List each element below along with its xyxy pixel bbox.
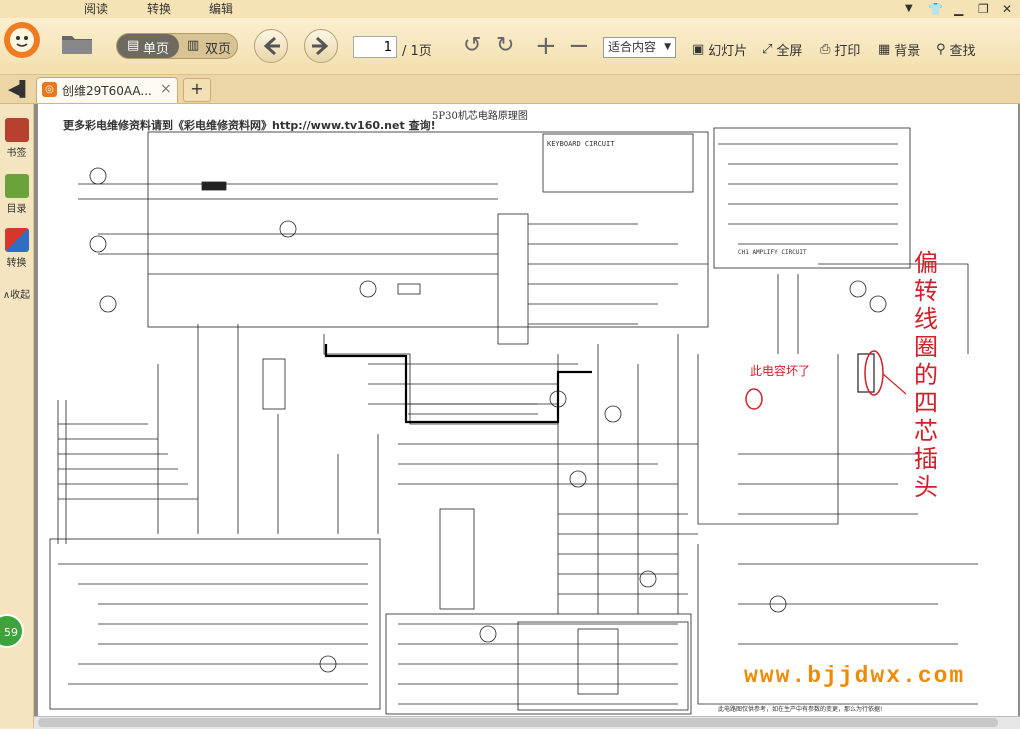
close-window-icon[interactable]: ✕ [1002,2,1013,16]
single-page-label: 单页 [143,42,170,57]
single-page-icon: ▤ [127,38,140,53]
zoom-in-icon[interactable]: + [535,31,557,61]
document-page: 5P30机芯电路原理图 更多彩电维修资料请到《彩电维修资料网》http://ww… [38,104,1018,718]
keyboard-circuit-label: KEYBOARD CIRCUIT [547,140,615,148]
minimize-icon[interactable]: ▁ [954,2,964,16]
fullscreen-icon: ⤢ [762,42,773,57]
sidebar-bookmark[interactable]: 书签 [0,118,33,159]
print-button[interactable]: ⎙打印 [820,40,860,59]
sidebar-toc-label: 目录 [6,204,27,215]
fullscreen-button[interactable]: ⤢全屏 [762,40,802,59]
sidebar-convert-label: 转换 [6,258,27,269]
pdf-file-icon: ◎ [42,82,57,97]
yoke-connector-annotation: 偏转线圈的四芯插头 [914,249,938,501]
dropdown-icon[interactable]: ▼ [905,3,913,14]
notification-badge-value: 59 [4,626,18,639]
scrollbar-thumb[interactable] [38,718,998,727]
new-tab-button[interactable]: + [183,78,211,102]
fullscreen-label: 全屏 [776,44,803,59]
slideshow-button[interactable]: ▣幻灯片 [692,40,747,59]
sidebar-bookmark-label: 书签 [6,148,27,159]
watermark: www.bjjdwx.com [744,663,966,689]
toc-icon [4,174,29,198]
prev-page-button[interactable] [254,29,288,63]
rotate-right-icon[interactable]: ↻ [496,33,515,58]
background-icon: ▦ [878,42,891,57]
open-folder-icon[interactable] [60,30,94,56]
circuit-schematic [49,127,978,715]
background-label: 背景 [894,44,921,59]
app-logo[interactable] [0,18,50,60]
print-label: 打印 [834,44,861,59]
close-tab-icon[interactable]: × [160,81,172,97]
double-page-label: 双页 [205,42,232,57]
sidebar-toc[interactable]: 目录 [0,174,33,215]
horizontal-scrollbar[interactable] [34,716,1020,729]
restore-icon[interactable]: ❐ [978,2,989,16]
sidebar-collapse[interactable]: ∧收起 [0,286,33,301]
menu-read[interactable]: 阅读 [84,2,109,16]
bookmark-icon [4,118,29,142]
double-page-icon: ▥ [187,38,200,53]
arrow-right-icon [312,36,329,56]
zoom-select[interactable]: 适合内容 ▼ [603,37,676,58]
header-note[interactable]: 更多彩电维修资料请到《彩电维修资料网》http://www.tv160.net … [63,119,436,132]
find-label: 查找 [949,44,976,59]
next-page-button[interactable] [304,29,338,63]
skin-icon[interactable]: 👕 [928,2,943,16]
printer-icon: ⎙ [820,42,831,57]
double-page-button[interactable]: ▥ 双页 [180,34,236,58]
menu-bar: 阅读 转换 编辑 ▼ 👕 ▁ ❐ ✕ [0,0,1020,18]
chevron-down-icon: ▼ [664,42,671,52]
menu-convert[interactable]: 转换 [147,2,172,16]
amp-circuit-label: CH1 AMPLIFY CIRCUIT [738,249,807,256]
document-viewport: 5P30机芯电路原理图 更多彩电维修资料请到《彩电维修资料网》http://ww… [34,104,1020,728]
footnote: 此电路图仅供参考，如在生产中有参数的变更，那么为行依据! [718,706,883,713]
slideshow-icon: ▣ [692,42,705,57]
zoom-out-icon[interactable]: − [568,31,590,61]
background-button[interactable]: ▦背景 [878,40,920,59]
convert-icon [4,228,29,252]
rotate-left-icon[interactable]: ↺ [463,33,482,58]
zoom-value: 适合内容 [608,40,657,54]
arrow-left-icon [263,36,280,56]
toggle-sidebar-icon[interactable]: ◀▌ [8,80,32,98]
capacitor-annotation: 此电容坏了 [750,364,811,378]
single-page-button[interactable]: ▤ 单页 [117,34,179,58]
slideshow-label: 幻灯片 [708,44,748,59]
chevron-up-icon: ∧ [2,290,11,301]
find-button[interactable]: ⚲查找 [936,40,976,59]
menu-edit[interactable]: 编辑 [209,2,234,16]
page-number-input[interactable] [353,36,397,58]
schematic-title: 5P30机芯电路原理图 [432,111,528,122]
document-tab-title: 创维29T60AA... [62,84,152,98]
page-total: / 1页 [402,44,432,59]
sidebar-convert[interactable]: 转换 [0,228,33,269]
search-icon: ⚲ [936,42,946,57]
document-tab[interactable]: ◎ 创维29T60AA... × [36,77,178,103]
sidebar-collapse-label: 收起 [10,290,31,301]
